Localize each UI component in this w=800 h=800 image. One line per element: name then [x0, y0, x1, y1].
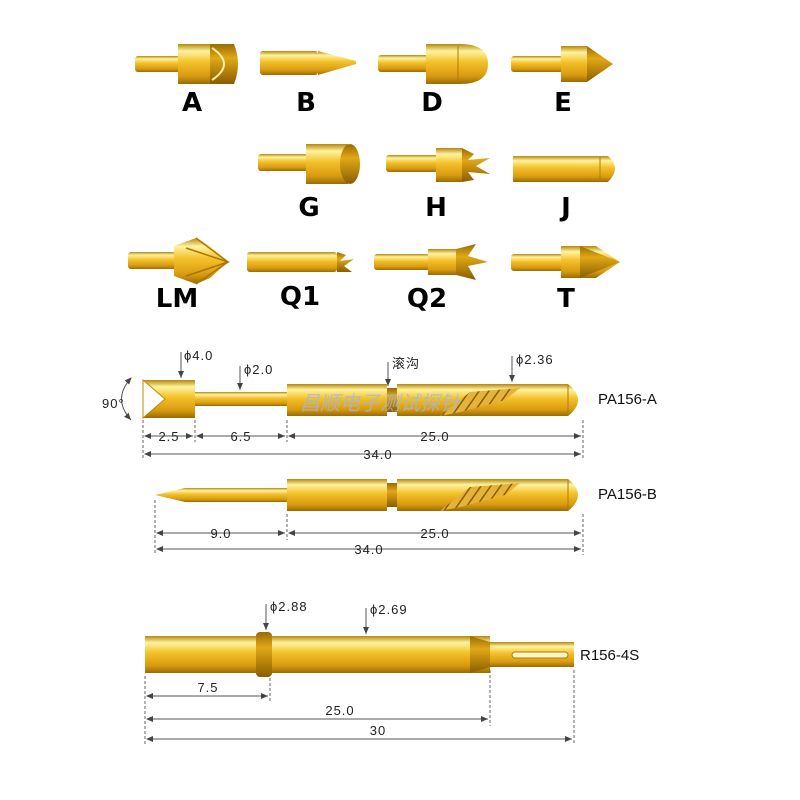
probe-a-watermark: 昌顺电子测试探针: [300, 391, 462, 415]
tip-t-icon: [511, 246, 620, 278]
tip-label-d: D: [421, 88, 443, 118]
probe-a-model: PA156-A: [598, 391, 657, 408]
probe-a-groove-label: 滚沟: [392, 356, 420, 371]
receptacle-model: R156-4S: [580, 647, 639, 664]
tip-j-icon: [513, 156, 615, 182]
receptacle-dim-body: 25.0: [325, 703, 354, 718]
tip-label-j: J: [559, 193, 571, 223]
tip-q1-icon: [247, 252, 354, 272]
probe-a-dim-plunger: 6.5: [230, 429, 251, 444]
probe-b-dim-barrel: 25.0: [420, 526, 449, 541]
probe-b-drawing: [155, 479, 578, 511]
probe-b-dim-total: 34.0: [354, 542, 383, 557]
tip-lm-icon: [128, 237, 231, 285]
receptacle-dia-body: ϕ2.69: [370, 602, 408, 617]
tip-label-h: H: [425, 193, 447, 223]
probe-a-dim-barrel: 25.0: [420, 429, 449, 444]
tip-e-icon: [511, 46, 613, 82]
tip-label-e: E: [554, 88, 572, 118]
tip-label-q2: Q2: [407, 284, 447, 314]
tip-d-icon: [378, 44, 488, 84]
probe-a-angle: 90°: [102, 396, 125, 411]
tip-b-icon: [260, 51, 356, 75]
tip-label-g: G: [298, 193, 319, 223]
probe-a-dia-head: ϕ4.0: [184, 348, 213, 363]
tip-label-a: A: [182, 88, 202, 118]
tip-label-lm: LM: [156, 284, 198, 314]
probe-a-dia-plunger: ϕ2.0: [244, 362, 273, 377]
receptacle-dim-ring: 7.5: [197, 680, 218, 695]
tip-g-icon: [258, 144, 360, 184]
probe-b-model: PA156-B: [598, 486, 657, 503]
tip-h-icon: [386, 148, 490, 182]
tip-label-b: B: [296, 88, 316, 118]
probe-a-dim-head: 2.5: [158, 429, 179, 444]
tip-label-q1: Q1: [280, 282, 320, 312]
tip-label-t: T: [557, 284, 575, 314]
probe-a-dia-barrel: ϕ2.36: [516, 352, 554, 367]
receptacle-drawing: [145, 632, 574, 677]
probe-b-dim-plunger: 9.0: [210, 526, 231, 541]
probe-a-drawing: [142, 378, 578, 420]
tip-q2-icon: [374, 244, 488, 280]
receptacle-dia-ring: ϕ2.88: [270, 599, 308, 614]
receptacle-dim-total: 30: [370, 723, 386, 738]
probe-a-dim-total: 34.0: [363, 447, 392, 462]
tip-a-icon: [135, 44, 238, 84]
angle-arc: [121, 377, 132, 421]
